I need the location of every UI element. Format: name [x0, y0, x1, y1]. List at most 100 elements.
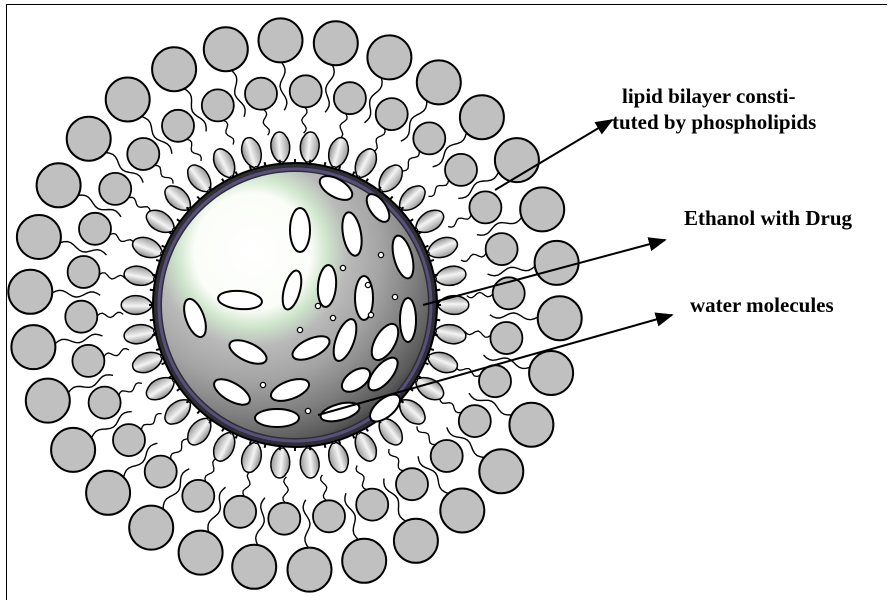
- teardrop-head: [121, 296, 153, 315]
- phospholipid-head: [204, 27, 248, 71]
- water-molecule: [378, 252, 383, 257]
- phospholipid-head: [86, 471, 130, 515]
- phospholipid-head: [367, 35, 411, 79]
- middle-phospholipid: [202, 89, 234, 144]
- middle-phospholipid: [373, 98, 408, 152]
- middle-phospholipid: [448, 191, 501, 227]
- lipid-tail: [417, 426, 435, 444]
- phospholipid-head: [232, 545, 276, 589]
- lipid-tail: [55, 334, 102, 343]
- phospholipid-head: [290, 75, 322, 107]
- middle-phospholipid: [334, 82, 366, 139]
- phospholipid-head: [72, 345, 104, 377]
- phospholipid-head: [417, 60, 461, 104]
- water-molecule: [315, 303, 320, 308]
- lipid-tail: [403, 151, 419, 171]
- phospholipid-head: [182, 480, 214, 512]
- phospholipid-head: [17, 215, 61, 259]
- teardrop-head: [433, 264, 468, 288]
- ethanol-drug-ellipse: [400, 298, 416, 342]
- water-molecule: [297, 327, 302, 332]
- middle-phospholipid: [456, 365, 511, 397]
- middle-phospholipid: [65, 301, 123, 333]
- phospholipid-head: [342, 539, 386, 583]
- phospholipid-head: [179, 531, 223, 575]
- water-molecule: [260, 382, 265, 387]
- teardrop-head: [122, 322, 157, 346]
- middle-phospholipid: [461, 233, 518, 265]
- middle-phospholipid: [162, 110, 201, 161]
- middle-phospholipid: [440, 398, 491, 437]
- phospholipid-head: [26, 379, 70, 423]
- phospholipid-head: [313, 500, 345, 532]
- phospholipid-head: [245, 78, 277, 110]
- teardrop-head: [437, 296, 469, 315]
- phospholipid-head: [376, 98, 408, 130]
- phospholipid-head: [469, 191, 501, 223]
- phospholipid-head: [396, 468, 428, 500]
- lipid-tail: [325, 65, 334, 112]
- phospholipid-head: [259, 18, 303, 62]
- phospholipid-head: [490, 322, 522, 354]
- teardrop-head: [270, 446, 292, 479]
- lipid-tail: [428, 180, 448, 196]
- teardrop-head: [299, 446, 321, 479]
- phospholipid-head: [288, 548, 332, 592]
- phospholipid-head: [459, 405, 491, 437]
- phospholipid-head: [129, 506, 173, 550]
- ethanol-drug-ellipse: [290, 208, 310, 252]
- middle-phospholipid: [68, 256, 126, 288]
- water-molecule: [392, 294, 397, 299]
- phospholipid-head: [202, 89, 234, 121]
- lipid-tail: [356, 465, 366, 489]
- phospholipid-head: [440, 489, 484, 533]
- middle-phospholipid: [224, 471, 256, 528]
- lipid-tail: [302, 107, 307, 133]
- phospholipid-head: [8, 270, 52, 314]
- phospholipid-head: [445, 154, 477, 186]
- phospholipid-head: [68, 256, 100, 288]
- water-molecule: [340, 265, 345, 270]
- phospholipid-head: [11, 325, 55, 369]
- phospholipid-head: [89, 387, 121, 419]
- lipid-tail: [129, 197, 151, 211]
- phospholipid-head: [224, 496, 256, 528]
- teardrop-head: [325, 135, 352, 171]
- water-molecule: [305, 408, 310, 413]
- lipid-tail: [280, 62, 287, 110]
- phospholipid-head: [37, 163, 81, 207]
- lipid-tail: [461, 253, 486, 261]
- phospholipid-head: [162, 110, 194, 142]
- middle-phospholipid: [465, 322, 523, 354]
- lipid-tail: [141, 414, 161, 430]
- lipid-tail: [155, 165, 173, 183]
- label-lipid-bilayer-line2: tuted by phospholipids: [612, 110, 816, 134]
- middle-phospholipid: [356, 465, 388, 520]
- lipid-tail: [119, 383, 142, 396]
- phospholipid-head: [152, 47, 196, 91]
- phospholipid-head: [529, 351, 573, 395]
- lipid-tail: [303, 500, 310, 548]
- teardrop-head: [238, 135, 265, 171]
- phospholipid-head: [460, 95, 504, 139]
- teardrop-head: [270, 131, 292, 164]
- teardrop-head: [325, 439, 352, 475]
- middle-phospholipid: [99, 173, 150, 212]
- phospholipid-head: [334, 82, 366, 114]
- phospholipid-head: [520, 187, 564, 231]
- lipid-tail: [187, 139, 202, 161]
- middle-phospholipid: [79, 213, 134, 245]
- phospholipid-head: [479, 449, 523, 493]
- lipid-tail: [52, 290, 100, 297]
- middle-phospholipid: [72, 345, 129, 377]
- lipid-tail: [99, 273, 125, 279]
- middle-phospholipid: [268, 477, 300, 535]
- lipid-tail: [110, 234, 134, 244]
- lipid-tail: [104, 349, 129, 357]
- phospholipid-head: [268, 503, 300, 535]
- water-molecule: [330, 315, 335, 320]
- middle-phospholipid: [389, 449, 428, 500]
- middle-phospholipid: [428, 154, 477, 197]
- lipid-tail: [389, 449, 404, 471]
